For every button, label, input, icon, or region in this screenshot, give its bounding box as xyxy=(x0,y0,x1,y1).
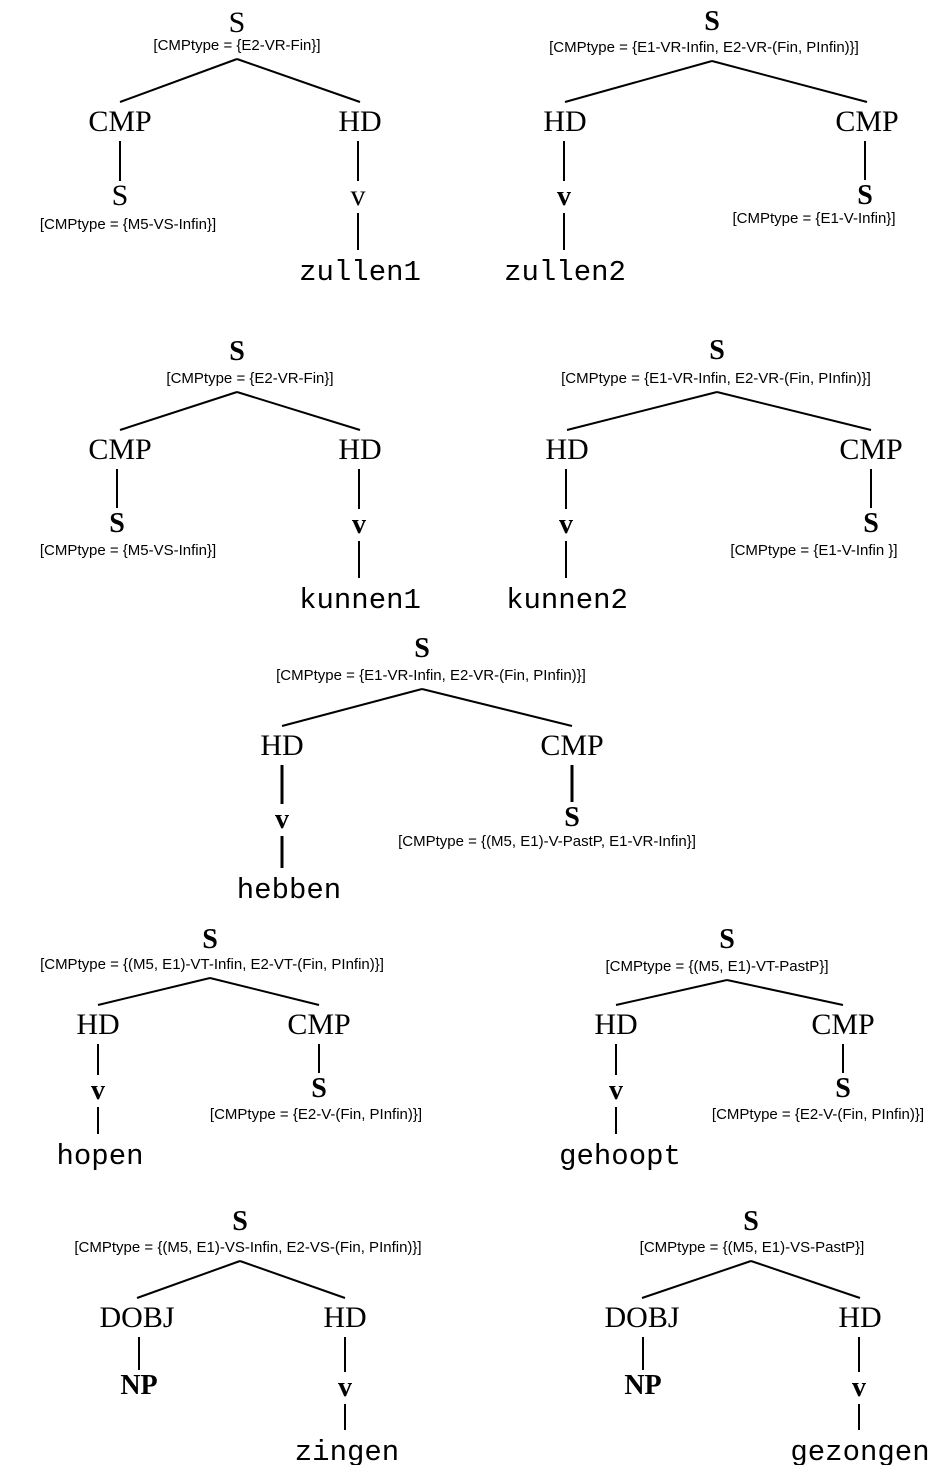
lexical-word: zullen2 xyxy=(504,256,626,289)
root-node-label: S xyxy=(232,1206,248,1237)
category-label-right: v xyxy=(852,1372,866,1403)
lexical-word: gehoopt xyxy=(559,1140,681,1173)
branch-left xyxy=(564,60,713,103)
role-label-right: CMP xyxy=(287,1008,350,1041)
category-feature-structure-left: [CMPtype = {M5-VS-Infin}] xyxy=(40,542,216,559)
category-feature-structure-right: [CMPtype = {(M5, E1)-V-PastP, E1-VR-Infi… xyxy=(398,833,696,850)
category-label-left: S xyxy=(109,508,125,539)
role-label-left: CMP xyxy=(88,433,151,466)
category-label-right: S xyxy=(863,508,879,539)
category-label-right: S xyxy=(311,1073,327,1104)
role-label-left: DOBJ xyxy=(99,1301,174,1334)
branch-right xyxy=(236,58,361,103)
branch-right xyxy=(421,688,573,727)
root-feature-structure: [CMPtype = {(M5, E1)-VS-PastP}] xyxy=(640,1239,865,1256)
root-node-label: S xyxy=(709,335,725,366)
role-label-left: HD xyxy=(543,105,586,138)
root-node-label: S xyxy=(202,924,218,955)
role-label-left: HD xyxy=(545,433,588,466)
category-label-left: S xyxy=(112,179,129,212)
lexical-word: zullen1 xyxy=(299,256,421,289)
category-feature-structure-left: [CMPtype = {M5-VS-Infin}] xyxy=(40,216,216,233)
role-label-left: HD xyxy=(260,729,303,762)
root-feature-structure: [CMPtype = {(M5, E1)-VT-PastP}] xyxy=(606,958,829,975)
root-node-label: S xyxy=(719,924,735,955)
role-label-right: CMP xyxy=(835,105,898,138)
branch-right xyxy=(209,977,320,1006)
role-label-left: HD xyxy=(76,1008,119,1041)
branch-left xyxy=(566,391,718,431)
category-feature-structure-right: [CMPtype = {E1-V-Infin }] xyxy=(730,542,897,559)
branch-right xyxy=(750,1260,861,1299)
lexical-word: hebben xyxy=(237,874,341,907)
category-label-right: S xyxy=(835,1073,851,1104)
lexical-word: kunnen1 xyxy=(299,584,421,617)
root-feature-structure: [CMPtype = {E1-VR-Infin, E2-VR-(Fin, PIn… xyxy=(276,667,586,684)
root-feature-structure: [CMPtype = {E2-VR-Fin}] xyxy=(153,37,320,54)
role-label-right: CMP xyxy=(811,1008,874,1041)
branch-right xyxy=(716,391,872,431)
branch-right xyxy=(726,979,844,1006)
role-label-right: CMP xyxy=(540,729,603,762)
branch-left xyxy=(281,688,423,727)
branch-left xyxy=(615,979,728,1006)
branch-left xyxy=(136,1260,241,1299)
role-label-right: HD xyxy=(323,1301,366,1334)
role-label-left: HD xyxy=(594,1008,637,1041)
category-label-left: v xyxy=(91,1075,105,1106)
category-label-right: S xyxy=(564,802,580,833)
category-feature-structure-right: [CMPtype = {E1-V-Infin}] xyxy=(732,210,895,227)
lexical-word: gezongen xyxy=(790,1436,929,1465)
role-label-right: CMP xyxy=(839,433,902,466)
branch-left xyxy=(641,1260,752,1299)
root-feature-structure: [CMPtype = {E1-VR-Infin, E2-VR-(Fin, PIn… xyxy=(549,39,859,56)
role-label-right: HD xyxy=(338,105,381,138)
branch-left xyxy=(119,58,238,103)
root-node-label: S xyxy=(414,633,430,664)
root-node-label: S xyxy=(229,6,246,39)
root-feature-structure: [CMPtype = {(M5, E1)-VS-Infin, E2-VS-(Fi… xyxy=(74,1239,421,1256)
root-feature-structure: [CMPtype = {E2-VR-Fin}] xyxy=(166,370,333,387)
lexical-word: kunnen2 xyxy=(506,584,628,617)
category-label-right: v xyxy=(338,1372,352,1403)
role-label-left: CMP xyxy=(88,105,151,138)
branch-right xyxy=(711,60,868,103)
category-feature-structure-right: [CMPtype = {E2-V-(Fin, PInfin)}] xyxy=(712,1106,924,1123)
root-feature-structure: [CMPtype = {E1-VR-Infin, E2-VR-(Fin, PIn… xyxy=(561,370,871,387)
role-label-right: HD xyxy=(338,433,381,466)
branch-right xyxy=(239,1260,346,1299)
branch-left xyxy=(119,391,238,431)
category-label-left: NP xyxy=(120,1370,157,1401)
root-node-label: S xyxy=(743,1206,759,1237)
category-label-left: v xyxy=(609,1075,623,1106)
role-label-left: DOBJ xyxy=(604,1301,679,1334)
category-feature-structure-right: [CMPtype = {E2-V-(Fin, PInfin)}] xyxy=(210,1106,422,1123)
root-node-label: S xyxy=(229,336,245,367)
category-label-left: v xyxy=(275,804,289,835)
lexical-word: zingen xyxy=(295,1436,399,1465)
branch-left xyxy=(97,977,211,1006)
root-node-label: S xyxy=(704,6,720,37)
category-label-left: v xyxy=(559,509,573,540)
role-label-right: HD xyxy=(838,1301,881,1334)
root-feature-structure: [CMPtype = {(M5, E1)-VT-Infin, E2-VT-(Fi… xyxy=(40,956,384,973)
lexical-word: hopen xyxy=(56,1140,143,1173)
category-label-left: v xyxy=(557,181,571,212)
category-label-right: S xyxy=(857,180,873,211)
category-label-right: v xyxy=(352,509,366,540)
category-label-left: NP xyxy=(624,1370,661,1401)
category-label-right: v xyxy=(351,179,366,212)
branch-right xyxy=(236,391,361,431)
